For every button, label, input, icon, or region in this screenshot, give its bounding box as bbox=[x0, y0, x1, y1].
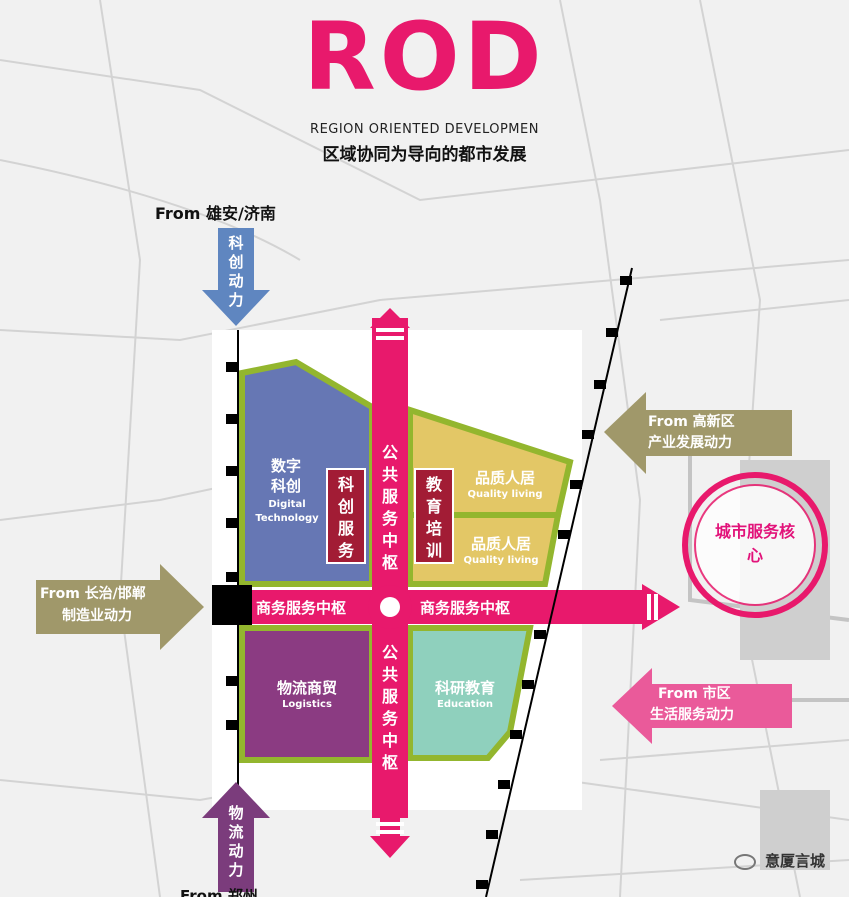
left-input-label: 制造业动力 bbox=[62, 608, 132, 624]
service-core-label: 城市服务核心 bbox=[715, 522, 796, 565]
subtitle-chinese: 区域协同为导向的都市发展 bbox=[322, 145, 527, 165]
top-input-label: 科创动力 bbox=[228, 234, 244, 309]
from-bottom-label: From 郑州 bbox=[180, 887, 258, 897]
zone-logistics-cn: 物流商贸 bbox=[276, 679, 337, 697]
zone-quality1-cn: 品质人居 bbox=[474, 469, 535, 487]
subtitle-english: REGION ORIENTED DEVELOPMEN bbox=[310, 122, 539, 137]
zone-logistics-en: Logistics bbox=[282, 699, 332, 710]
sci-service-box: 科创服务 bbox=[326, 468, 366, 564]
watermark-text: 意厦言城 bbox=[764, 852, 825, 870]
horizontal-axis-arrow bbox=[540, 584, 680, 630]
zone-education-cn: 科研教育 bbox=[434, 679, 495, 697]
right-lower-from: From 市区 bbox=[658, 686, 731, 702]
vertical-axis-label-lower: 公共服务中枢 bbox=[381, 643, 398, 772]
left-input-arrow bbox=[36, 564, 204, 650]
edu-training-box: 教育培训 bbox=[414, 468, 454, 564]
right-upper-label: 产业发展动力 bbox=[648, 435, 732, 451]
zone-digital-en: Digital Technology bbox=[255, 499, 319, 524]
zone-quality2-cn: 品质人居 bbox=[470, 535, 531, 553]
zone-education-en: Education bbox=[437, 699, 493, 710]
right-upper-from: From 高新区 bbox=[648, 414, 735, 430]
zone-education bbox=[407, 625, 534, 761]
left-input-from: From 长治/邯郸 bbox=[40, 586, 146, 602]
bottom-input-label: 物流动力 bbox=[228, 804, 244, 879]
right-lower-input-arrow bbox=[612, 668, 792, 744]
top-input-arrow bbox=[202, 228, 270, 326]
horizontal-axis-label-right: 商务服务中枢 bbox=[420, 599, 511, 617]
diagonal-railway bbox=[485, 267, 633, 897]
service-core-ring bbox=[682, 472, 828, 618]
right-lower-label: 生活服务动力 bbox=[650, 707, 734, 723]
railway-ties bbox=[476, 276, 632, 889]
zone-digital-cn: 数字科创 bbox=[270, 457, 301, 495]
horizontal-axis-label-left: 商务服务中枢 bbox=[256, 599, 347, 617]
vertical-axis-label-upper: 公共服务中枢 bbox=[381, 443, 398, 572]
right-upper-input-arrow bbox=[604, 392, 792, 474]
rod-logo: ROD bbox=[303, 3, 546, 112]
from-top-label: From 雄安/济南 bbox=[155, 204, 276, 223]
wechat-icon bbox=[733, 853, 756, 870]
bottom-input-arrow bbox=[202, 782, 270, 892]
zone-quality1-en: Quality living bbox=[467, 489, 543, 500]
watermark: 意厦言城 bbox=[733, 850, 825, 871]
zone-quality2-en: Quality living bbox=[463, 555, 539, 566]
